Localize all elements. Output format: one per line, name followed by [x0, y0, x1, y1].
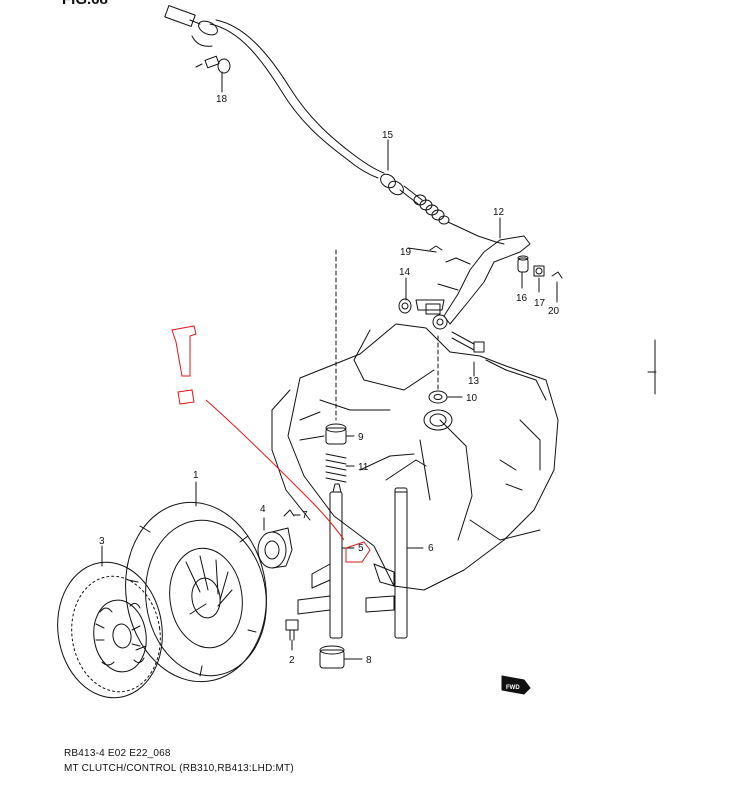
callout-6: 6 — [428, 543, 434, 554]
callout-16: 16 — [516, 293, 528, 304]
red-mark-top — [171, 325, 197, 377]
bolt-13 — [451, 331, 485, 353]
bush-8 — [319, 645, 345, 669]
transmission-case — [271, 323, 559, 591]
callout-2: 2 — [289, 655, 295, 666]
fwd-arrow-badge: FWD — [501, 675, 531, 695]
clip-7 — [283, 509, 295, 517]
nut-17 — [533, 265, 545, 277]
red-circle-5 — [345, 541, 371, 563]
clutch-disc — [57, 561, 163, 699]
clip-20 — [551, 271, 563, 279]
callout-8: 8 — [366, 655, 372, 666]
clutch-cable — [164, 5, 505, 245]
bolt-2 — [285, 619, 299, 641]
callout-4: 4 — [260, 504, 266, 515]
oil-seal-10 — [428, 390, 448, 404]
release-lever — [415, 235, 531, 330]
cable-boot — [413, 194, 450, 225]
callout-1: 1 — [193, 470, 199, 481]
page-edge-mark — [647, 339, 657, 395]
bush-16 — [517, 255, 529, 273]
callout-10: 10 — [466, 393, 478, 404]
red-annotation — [171, 325, 371, 563]
release-bearing — [257, 527, 293, 569]
diagram-code: RB413-4 E02 E22_068 — [64, 748, 171, 759]
callout-5: 5 — [358, 543, 364, 554]
callout-3: 3 — [99, 536, 105, 547]
callout-numbers: 18 15 12 19 14 16 17 20 13 10 9 11 1 4 7… — [99, 94, 560, 666]
figure-label: FIG.68 — [62, 0, 108, 8]
spring-11 — [325, 453, 347, 483]
callout-17: 17 — [534, 298, 546, 309]
bush-9 — [325, 423, 347, 445]
callout-14: 14 — [399, 267, 411, 278]
callout-18: 18 — [216, 94, 228, 105]
diagram-title: MT CLUTCH/CONTROL (RB310,RB413:LHD:MT) — [64, 763, 294, 774]
fork-shaft — [297, 483, 343, 639]
callout-11: 11 — [358, 462, 369, 473]
lever-bush-14 — [398, 298, 412, 314]
fwd-badge-text: FWD — [506, 685, 520, 691]
callout-9: 9 — [358, 432, 364, 443]
clutch-cover — [125, 501, 267, 683]
callout-12: 12 — [493, 207, 505, 218]
callout-7: 7 — [302, 510, 308, 521]
callout-20: 20 — [548, 306, 560, 317]
release-shaft — [365, 487, 408, 639]
callout-15: 15 — [382, 130, 394, 141]
red-pointer-line — [205, 399, 345, 541]
callout-13: 13 — [468, 376, 480, 387]
red-mark-box — [177, 389, 195, 405]
callout-19: 19 — [400, 247, 412, 258]
leader-lines — [101, 81, 558, 660]
cable-bracket-bolt — [195, 55, 231, 83]
